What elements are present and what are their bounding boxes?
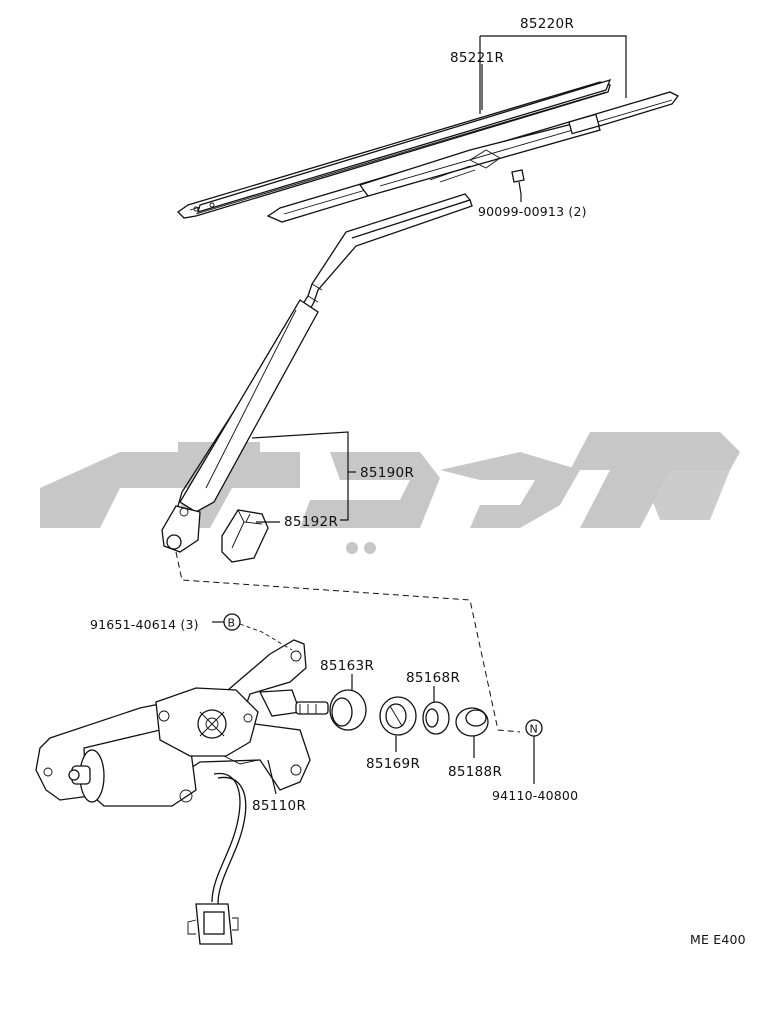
part-labels: 85220R 85221R 90099-00913 (2) 85190R 851… [90, 16, 746, 947]
label-85163R: 85163R [320, 658, 374, 674]
wiper-blade-assembly [176, 78, 679, 223]
nut-marker: N [525, 719, 543, 737]
label-85221R: 85221R [450, 50, 504, 66]
bushing-85188R [455, 707, 489, 737]
label-85190R: 85190R [360, 465, 414, 481]
label-bolt: 91651-40614 (3) [90, 617, 199, 632]
label-screw: 90099-00913 (2) [478, 204, 587, 219]
label-85192R: 85192R [284, 514, 338, 530]
label-85220R: 85220R [520, 16, 574, 32]
label-85110R: 85110R [252, 798, 306, 814]
wiper-arm [161, 193, 473, 553]
nut-marker-letter: N [530, 723, 538, 736]
bushing-85169R [379, 696, 417, 736]
leader-lines [212, 35, 627, 795]
label-85169R: 85169R [366, 756, 420, 772]
label-nut: 94110-40800 [492, 788, 578, 803]
bushing-85168R [422, 701, 450, 735]
bolt-marker-letter: B [228, 617, 236, 630]
watermark-logo [40, 432, 740, 554]
arm-cap [221, 509, 269, 563]
label-85188R: 85188R [448, 764, 502, 780]
wiper-motor [35, 639, 329, 945]
bushing-85163R [329, 689, 367, 731]
screw-part [511, 169, 525, 195]
bolt-marker: B [223, 613, 241, 631]
label-85168R: 85168R [406, 670, 460, 686]
diagram-code: ME E400 [690, 932, 746, 947]
